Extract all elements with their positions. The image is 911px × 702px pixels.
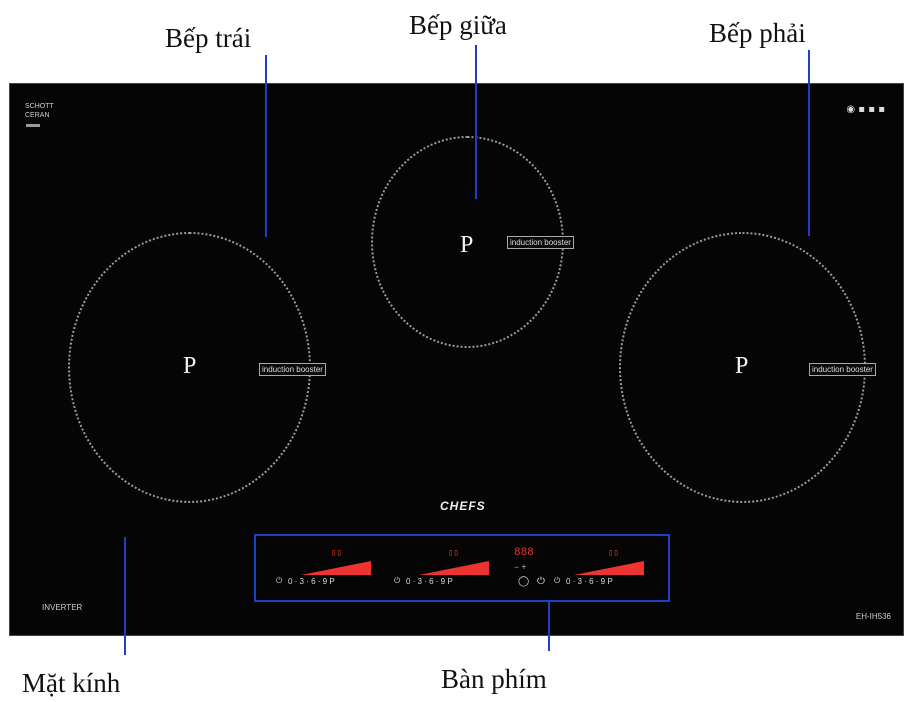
left-power-scale[interactable]: 0 · 3 · 6 · 9 P [288,577,335,586]
right-burner-booster-label: induction booster [809,363,876,376]
left-burner-booster-label: induction booster [259,363,326,376]
right-power-bar [574,561,644,575]
leader-glass [124,537,126,655]
leader-right-burner [808,50,810,236]
middle-zone-display: ▯▯ [448,548,459,558]
brand-top-left: SCHOTT CERAN [25,103,54,119]
model-number: EH-IH536 [855,612,891,621]
keypad-panel: ▯▯ ⏻ 0 · 3 · 6 · 9 P ▯▯ ⏻ 0 · 3 · 6 · 9 … [254,534,670,602]
inverter-label: INVERTER [42,603,83,612]
label-right-burner: Bếp phải [709,18,806,48]
wifi-icon: ◉ ▪ ▪ ▪ [846,104,885,115]
label-keypad: Bàn phím [441,664,547,694]
leader-keypad [548,600,550,651]
leader-middle-burner [475,45,477,199]
label-middle-burner: Bếp giữa [409,10,507,40]
left-burner-symbol: P [183,353,197,379]
lock-icon[interactable]: ◯ [518,576,530,587]
leader-left-burner [265,55,267,237]
timer-minus-plus[interactable]: − + [514,562,527,572]
timer-display: 888 [514,547,534,559]
middle-burner-symbol: P [460,232,474,258]
middle-power-button[interactable]: ⏻ [394,576,401,585]
left-zone-display: ▯▯ [331,548,342,558]
right-power-scale[interactable]: 0 · 3 · 6 · 9 P [566,577,613,586]
left-power-bar [301,561,371,575]
middle-power-bar [419,561,489,575]
right-burner-symbol: P [735,353,749,379]
cooktop-glass-panel: SCHOTT CERAN ◉ ▪ ▪ ▪ P induction booster… [9,83,904,636]
main-power-icon[interactable]: ⏻ [537,576,545,587]
right-power-button[interactable]: ⏻ [554,576,561,585]
brand-top-left-mark [26,124,40,127]
chefs-logo: CHEFS [440,499,486,513]
middle-burner-booster-label: induction booster [507,236,574,249]
middle-power-scale[interactable]: 0 · 3 · 6 · 9 P [406,577,453,586]
right-zone-display: ▯▯ [608,548,619,558]
label-glass: Mặt kính [22,668,121,698]
label-left-burner: Bếp trái [165,23,252,53]
left-power-button[interactable]: ⏻ [276,576,283,585]
